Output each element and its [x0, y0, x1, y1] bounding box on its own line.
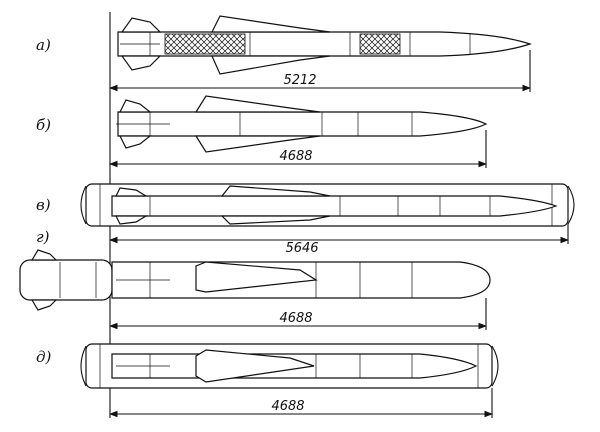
variant-g-length: 4688 [279, 311, 312, 326]
variant-a-missile [117, 15, 532, 75]
variant-g-label: г) [36, 228, 50, 246]
variant-g-dimension [108, 298, 488, 330]
variant-a-label: а) [36, 36, 51, 54]
variant-v-label: в) [36, 196, 51, 214]
variant-a-length: 5212 [283, 73, 316, 88]
variant-b-length: 4688 [279, 149, 312, 164]
variant-b-dimension [108, 130, 488, 168]
variant-g-booster [19, 249, 113, 311]
variant-a-dimension [108, 50, 532, 92]
variant-g-missile [111, 261, 491, 299]
variant-d-dimension [108, 388, 494, 418]
variant-d-label: д) [36, 348, 52, 366]
variant-v-missile [111, 185, 558, 225]
variant-d-missile [111, 349, 478, 383]
variant-d-length: 4688 [271, 399, 304, 414]
variant-v-length: 5646 [285, 241, 318, 256]
variant-b-label: б) [36, 116, 51, 134]
variant-v-dimension [108, 224, 570, 244]
variant-b-missile [116, 95, 488, 153]
